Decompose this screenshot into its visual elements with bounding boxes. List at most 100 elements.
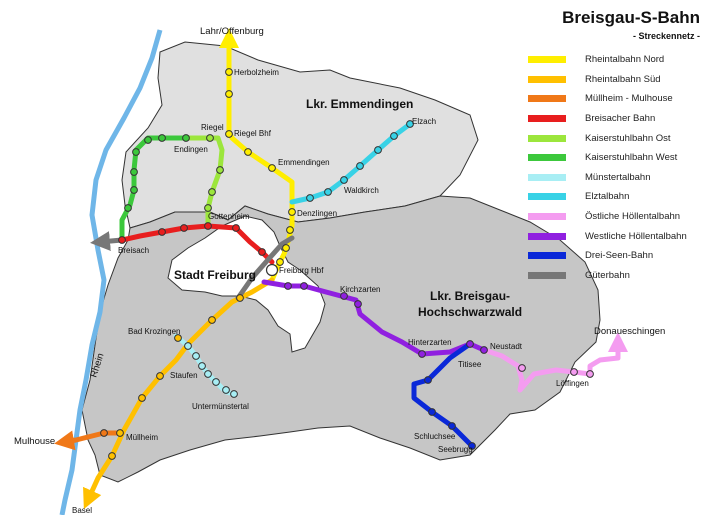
station-kappel-gutachbruecke[interactable] bbox=[518, 364, 526, 372]
region-label-freiburg: Stadt Freiburg bbox=[174, 268, 256, 282]
label-hinterzarten: Hinterzarten bbox=[408, 338, 452, 347]
station-muenstertal[interactable] bbox=[212, 378, 220, 386]
label-seebrugg: Seebrugg bbox=[438, 445, 473, 454]
station-achkarren[interactable] bbox=[124, 204, 132, 212]
station-hinterzarten[interactable] bbox=[418, 350, 426, 358]
station-loeffingen[interactable] bbox=[570, 368, 578, 376]
station-staufen[interactable] bbox=[192, 352, 200, 360]
map-title: Breisgau-S-Bahn bbox=[562, 8, 700, 27]
station-freiburg-west[interactable] bbox=[258, 248, 266, 256]
station-teningen[interactable] bbox=[244, 148, 252, 156]
station-doeggingen[interactable] bbox=[586, 370, 594, 378]
station-elzach[interactable] bbox=[406, 120, 414, 128]
station-littenweiler[interactable] bbox=[284, 282, 292, 290]
station-seebrugg[interactable] bbox=[468, 442, 476, 450]
legend-swatch bbox=[528, 75, 566, 83]
station-burkheim[interactable] bbox=[130, 168, 138, 176]
label-riegel-bhf: Riegel Bhf bbox=[234, 129, 272, 138]
legend-swatch bbox=[528, 95, 566, 103]
legend-swatch bbox=[528, 193, 566, 201]
legend-swatch bbox=[528, 154, 566, 162]
legend-swatch bbox=[528, 115, 566, 123]
station-emmendingen[interactable] bbox=[268, 164, 276, 172]
station-buchholz[interactable] bbox=[324, 188, 332, 196]
station-neustadt[interactable] bbox=[480, 346, 488, 354]
legend-label: Drei-Seen-Bahn bbox=[585, 250, 654, 262]
station-breisach[interactable] bbox=[118, 236, 126, 244]
station-wasen[interactable] bbox=[204, 370, 212, 378]
station-sasbach[interactable] bbox=[144, 136, 152, 144]
legend-item-rheintalbahn-sued: Rheintalbahn Süd bbox=[528, 70, 708, 90]
legend-item-breisacher-bahn: Breisacher Bahn bbox=[528, 109, 708, 129]
station-freiburg-hbf[interactable] bbox=[265, 263, 279, 277]
station-ihringen[interactable] bbox=[158, 228, 166, 236]
station-suggental[interactable] bbox=[306, 194, 314, 202]
label-loeffingen: Löffingen bbox=[556, 379, 589, 388]
label-staufen: Staufen bbox=[170, 371, 198, 380]
station-koenigschaffhausen[interactable] bbox=[158, 134, 166, 142]
station-ebringen[interactable] bbox=[208, 316, 216, 324]
station-bahlingen[interactable] bbox=[208, 188, 216, 196]
station-nimburg[interactable] bbox=[216, 166, 224, 174]
station-herdern[interactable] bbox=[276, 258, 284, 266]
station-bleibach[interactable] bbox=[390, 132, 398, 140]
line-rheintalbahn-sued bbox=[83, 277, 275, 510]
station-herbolzheim[interactable] bbox=[225, 68, 233, 76]
station-kenzingen[interactable] bbox=[225, 90, 233, 98]
region-label-hochschwarzwald-1: Lkr. Breisgau- bbox=[430, 289, 510, 303]
station-feldberg[interactable] bbox=[424, 376, 432, 384]
label-neustadt: Neustadt bbox=[490, 342, 523, 351]
station-muenstertal-end[interactable] bbox=[230, 390, 238, 398]
legend-label: Münstertalbahn bbox=[585, 171, 651, 183]
region-breisgau-hochschwarzwald bbox=[81, 195, 601, 483]
station-auggen[interactable] bbox=[108, 452, 116, 460]
station-etzenbach[interactable] bbox=[198, 362, 206, 370]
station-waldkirch[interactable] bbox=[340, 176, 348, 184]
station-gottenheim[interactable] bbox=[204, 222, 212, 230]
station-endingen[interactable] bbox=[182, 134, 190, 142]
map-subtitle: - Streckennetz - bbox=[632, 31, 700, 41]
station-riegel-mitte[interactable] bbox=[204, 204, 212, 212]
legend-item-westliche-hoellentalbahn: Westliche Höllentalbahn bbox=[528, 226, 708, 246]
station-heitersheim[interactable] bbox=[156, 372, 164, 380]
legend-swatch bbox=[528, 271, 566, 279]
region-label-hochschwarzwald-2: Hochschwarzwald bbox=[418, 305, 522, 319]
station-hugstetten[interactable] bbox=[232, 224, 240, 232]
legend-label: Rheintalbahn Süd bbox=[585, 73, 661, 85]
legend-swatch bbox=[528, 56, 566, 64]
station-riegel[interactable] bbox=[206, 134, 214, 142]
station-gundelfingen[interactable] bbox=[286, 226, 294, 234]
station-untermuenstertal[interactable] bbox=[222, 386, 230, 394]
legend-label: Rheintalbahn Nord bbox=[585, 54, 665, 66]
station-muellheim[interactable] bbox=[116, 429, 124, 437]
station-wasenweiler[interactable] bbox=[180, 224, 188, 232]
station-schluchsee[interactable] bbox=[448, 422, 456, 430]
legend-swatch bbox=[528, 213, 566, 221]
legend-item-kaiserstuhlbahn-west: Kaiserstuhlbahn West bbox=[528, 148, 708, 168]
legend-item-gueterbahn: Güterbahn bbox=[528, 266, 708, 286]
station-buggingen[interactable] bbox=[138, 394, 146, 402]
station-jechtingen[interactable] bbox=[132, 148, 140, 156]
station-denzlingen[interactable] bbox=[288, 208, 296, 216]
station-bad-krozingen[interactable] bbox=[174, 334, 182, 342]
station-aha[interactable] bbox=[428, 408, 436, 416]
station-st-georgen[interactable] bbox=[236, 294, 244, 302]
station-oberrotweil[interactable] bbox=[130, 186, 138, 194]
region-label-emmendingen: Lkr. Emmendingen bbox=[306, 97, 413, 111]
station-neuenburg[interactable] bbox=[100, 429, 108, 437]
station-kappel[interactable] bbox=[300, 282, 308, 290]
legend-item-oestliche-hoellentalbahn: Östliche Höllentalbahn bbox=[528, 207, 708, 227]
station-kirchzarten[interactable] bbox=[340, 292, 348, 300]
station-grunern[interactable] bbox=[184, 342, 192, 350]
station-himmelreich[interactable] bbox=[354, 300, 362, 308]
station-gutach[interactable] bbox=[374, 146, 382, 154]
legend-swatch bbox=[528, 134, 566, 142]
label-freiburg-hbf: Freiburg Hbf bbox=[279, 266, 324, 275]
station-labels: Lahr/Offenburg Herbolzheim Riegel Riegel… bbox=[14, 26, 665, 515]
station-kollnau[interactable] bbox=[356, 162, 364, 170]
station-titisee[interactable] bbox=[466, 340, 474, 348]
line-drei-seen-bahn bbox=[411, 341, 475, 449]
label-muellheim: Müllheim bbox=[126, 433, 158, 442]
station-zaehringen[interactable] bbox=[282, 244, 290, 252]
station-riegel-bhf[interactable] bbox=[225, 130, 233, 138]
